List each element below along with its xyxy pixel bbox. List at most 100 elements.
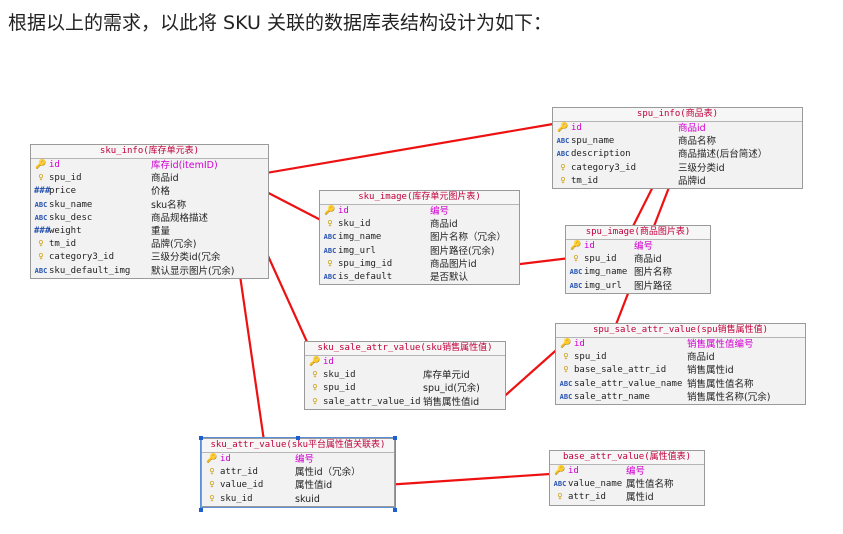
table-title: sku_sale_attr_value(sku销售属性值) [305,342,505,356]
number-icon: ### [34,186,51,197]
text-icon: ABC [559,392,573,401]
foreign-key-icon: ♀ [327,258,333,269]
foreign-key-icon: ♀ [209,493,215,504]
text-icon: ABC [569,281,583,290]
table-title: spu_info(商品表) [553,108,802,122]
foreign-key-icon: ♀ [557,492,563,503]
table-title: spu_sale_attr_value(spu销售属性值) [556,324,805,338]
key-icon: 🔑 [324,206,336,216]
text-icon: ABC [323,246,337,255]
foreign-key-icon: ♀ [563,365,569,376]
table-title: spu_image(商品图片表) [566,226,710,240]
foreign-key-icon: ♀ [327,219,333,230]
text-icon: ABC [34,213,48,222]
foreign-key-icon: ♀ [560,175,566,186]
text-icon: ABC [559,379,573,388]
resize-handle[interactable] [393,436,397,440]
text-icon: ABC [556,137,570,146]
foreign-key-icon: ♀ [38,239,44,250]
foreign-key-icon: ♀ [312,370,318,381]
key-icon: 🔑 [554,466,566,476]
text-icon: ABC [556,150,570,159]
text-icon: ABC [569,268,583,277]
resize-handle[interactable] [393,508,397,512]
resize-handle[interactable] [296,436,300,440]
table-row[interactable]: 🔑id [305,356,505,369]
foreign-key-icon: ♀ [312,383,318,394]
table-title: base_attr_value(属性值表) [550,451,704,465]
foreign-key-icon: ♀ [312,396,318,407]
text-icon: ABC [323,272,337,281]
foreign-key-icon: ♀ [209,480,215,491]
foreign-key-icon: ♀ [209,467,215,478]
table-title: sku_attr_value(sku平台属性值关联表) [202,439,394,453]
key-icon: 🔑 [35,160,47,170]
text-icon: ABC [323,233,337,242]
key-icon: 🔑 [309,357,321,367]
table-sku-sale-attr-value[interactable]: sku_sale_attr_value(sku销售属性值) 🔑id ♀sku_i… [304,341,506,410]
key-icon: 🔑 [206,454,218,464]
key-icon: 🔑 [570,241,582,251]
key-icon: 🔑 [560,339,572,349]
resize-handle[interactable] [199,508,203,512]
text-icon: ABC [553,480,567,489]
number-icon: ### [34,225,51,236]
text-icon: ABC [34,266,48,275]
foreign-key-icon: ♀ [38,173,44,184]
page-heading: 根据以上的需求，以此将 SKU 关联的数据库表结构设计为如下： [8,12,552,34]
foreign-key-icon: ♀ [38,252,44,263]
text-icon: ABC [34,200,48,209]
resize-handle[interactable] [199,436,203,440]
foreign-key-icon: ♀ [563,352,569,363]
foreign-key-icon: ♀ [573,254,579,265]
foreign-key-icon: ♀ [560,162,566,173]
table-title: sku_image(库存单元图片表) [320,191,519,205]
